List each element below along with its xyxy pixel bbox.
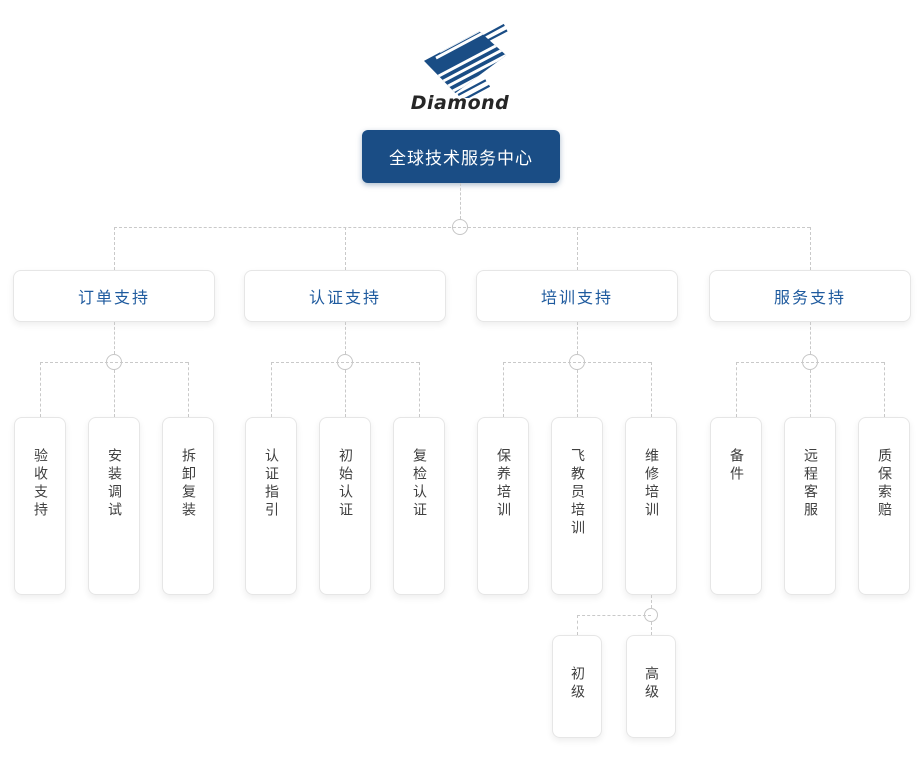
leaf-node-label: 复检认证 xyxy=(411,448,427,520)
connector-line xyxy=(736,362,737,417)
subleaf-node-label: 初级 xyxy=(569,666,585,702)
leaf-node-label: 维修培训 xyxy=(643,448,659,520)
connector-line xyxy=(503,362,651,363)
leaf-node-remote-customer-service: 远程客服 xyxy=(784,417,836,595)
leaf-node-warranty-claims: 质保索赔 xyxy=(858,417,910,595)
leaf-node-label: 认证指引 xyxy=(263,448,279,520)
branch-node-label: 认证支持 xyxy=(308,288,381,307)
branch-node-certification-support: 认证支持 xyxy=(244,270,446,322)
connector-line xyxy=(651,622,652,635)
leaf-node-disassembly-reassembly: 拆卸复装 xyxy=(162,417,214,595)
brand-wordmark: Diamond xyxy=(410,92,510,114)
connector-line xyxy=(503,362,504,417)
leaf-node-initial-certification: 初始认证 xyxy=(319,417,371,595)
connector-line xyxy=(651,362,652,417)
branch-node-label: 订单支持 xyxy=(77,288,150,307)
connector-line xyxy=(419,362,420,417)
leaf-node-certification-guide: 认证指引 xyxy=(245,417,297,595)
diamond-gem-shape xyxy=(424,23,508,98)
leaf-node-label: 远程客服 xyxy=(802,448,818,520)
connector-line xyxy=(114,227,810,228)
connector-line xyxy=(577,322,578,354)
subleaf-node-senior-level: 高级 xyxy=(626,635,676,738)
branch-node-training-support: 培训支持 xyxy=(476,270,678,322)
connector-line xyxy=(884,362,885,417)
diamond-logo-icon xyxy=(424,23,508,98)
connector-line xyxy=(460,183,461,219)
connector-line xyxy=(114,227,115,270)
subleaf-node-junior-level: 初级 xyxy=(552,635,602,738)
leaf-node-installation-commissioning: 安装调试 xyxy=(88,417,140,595)
leaf-node-recheck-certification: 复检认证 xyxy=(393,417,445,595)
leaf-node-acceptance-support: 验收支持 xyxy=(14,417,66,595)
leaf-node-spare-parts: 备件 xyxy=(710,417,762,595)
connector-line xyxy=(810,322,811,354)
branch-node-service-support: 服务支持 xyxy=(709,270,911,322)
connector-line xyxy=(345,370,346,417)
branch-node-label: 服务支持 xyxy=(773,288,846,307)
connector-line xyxy=(345,227,346,270)
connector-line xyxy=(114,370,115,417)
root-node-global-service-center: 全球技术服务中心 xyxy=(362,130,560,183)
leaf-node-label: 质保索赔 xyxy=(876,448,892,520)
connector-line xyxy=(810,370,811,417)
connector-line xyxy=(651,595,652,608)
connector-line xyxy=(577,615,578,635)
leaf-node-label: 安装调试 xyxy=(106,448,122,520)
connector-line xyxy=(271,362,419,363)
leaf-node-maintenance-training: 保养培训 xyxy=(477,417,529,595)
connector-line xyxy=(577,615,651,616)
connector-line xyxy=(736,362,884,363)
connector-line xyxy=(271,362,272,417)
leaf-node-repair-training: 维修培训 xyxy=(625,417,677,595)
connector-line xyxy=(40,362,188,363)
connector-line xyxy=(188,362,189,417)
connector-line xyxy=(345,322,346,354)
leaf-node-label: 备件 xyxy=(728,448,744,484)
branch-node-label: 培训支持 xyxy=(540,288,613,307)
connector-line xyxy=(114,322,115,354)
leaf-node-flight-instructor-training: 飞教员培训 xyxy=(551,417,603,595)
connector-line xyxy=(577,227,578,270)
leaf-node-label: 飞教员培训 xyxy=(569,448,585,538)
leaf-node-label: 保养培训 xyxy=(495,448,511,520)
connector-line xyxy=(40,362,41,417)
subleaf-node-label: 高级 xyxy=(643,666,659,702)
branch-node-order-support: 订单支持 xyxy=(13,270,215,322)
leaf-node-label: 初始认证 xyxy=(337,448,353,520)
root-node-label: 全球技术服务中心 xyxy=(389,149,533,169)
connector-line xyxy=(810,227,811,270)
leaf-node-label: 拆卸复装 xyxy=(180,448,196,520)
connector-line xyxy=(577,370,578,417)
leaf-node-label: 验收支持 xyxy=(32,448,48,520)
